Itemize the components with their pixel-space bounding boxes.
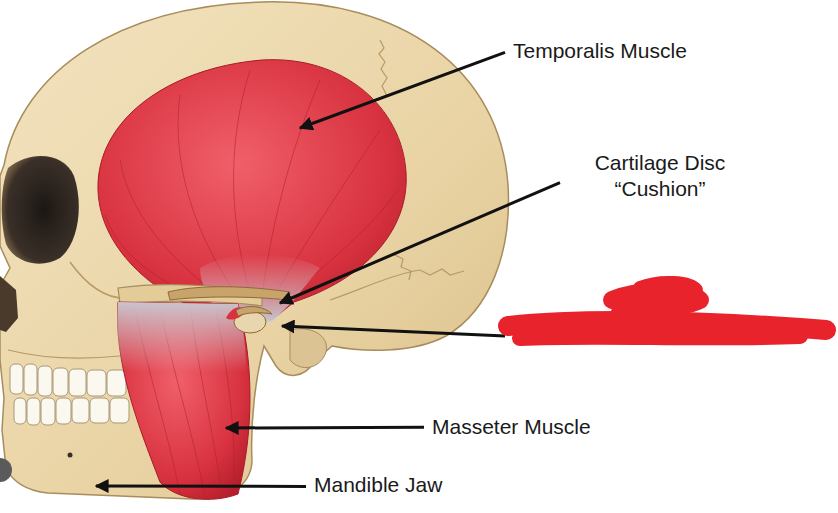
corner-icon (0, 458, 12, 482)
tooth (56, 398, 71, 424)
jaw-joint (168, 287, 290, 333)
part-label: Temporalis Muscle (513, 38, 687, 64)
tooth (41, 398, 55, 425)
part-label: Masseter Muscle (432, 414, 591, 440)
part-label: Mandible Jaw (314, 472, 442, 498)
tooth (72, 398, 89, 423)
disc-cushion (236, 307, 272, 316)
redaction-stroke (520, 336, 800, 338)
tooth (10, 364, 23, 394)
tooth (27, 398, 40, 425)
leader-line (300, 52, 505, 128)
redaction-stroke (508, 321, 826, 330)
redaction-stroke (612, 292, 700, 312)
leader-line (96, 485, 306, 488)
redaction-scribble (508, 283, 826, 338)
tooth (107, 370, 126, 396)
redaction-stroke (640, 283, 696, 290)
leader-line (226, 426, 424, 430)
maxilla (8, 350, 120, 358)
masseter-muscle (117, 302, 250, 499)
foramen (68, 453, 73, 458)
tooth (110, 398, 129, 423)
teeth (10, 364, 129, 425)
masseter-body (118, 302, 250, 499)
corner-icon (0, 458, 12, 482)
leader-line (280, 183, 560, 303)
orbit (2, 156, 79, 264)
masseter-tendon (117, 302, 246, 372)
tooth (87, 370, 106, 396)
tooth (69, 369, 86, 396)
tooth (14, 398, 26, 424)
tooth (38, 366, 52, 396)
leader-line (282, 326, 505, 336)
tooth (24, 364, 37, 395)
temporalis-muscle (98, 60, 406, 322)
nasal-cavity (0, 276, 18, 332)
articular-disc (168, 287, 290, 300)
mastoid (290, 329, 327, 368)
tooth (53, 368, 68, 396)
tooth (90, 398, 109, 423)
part-label: Cartilage Disc “Cushion” (568, 150, 752, 203)
